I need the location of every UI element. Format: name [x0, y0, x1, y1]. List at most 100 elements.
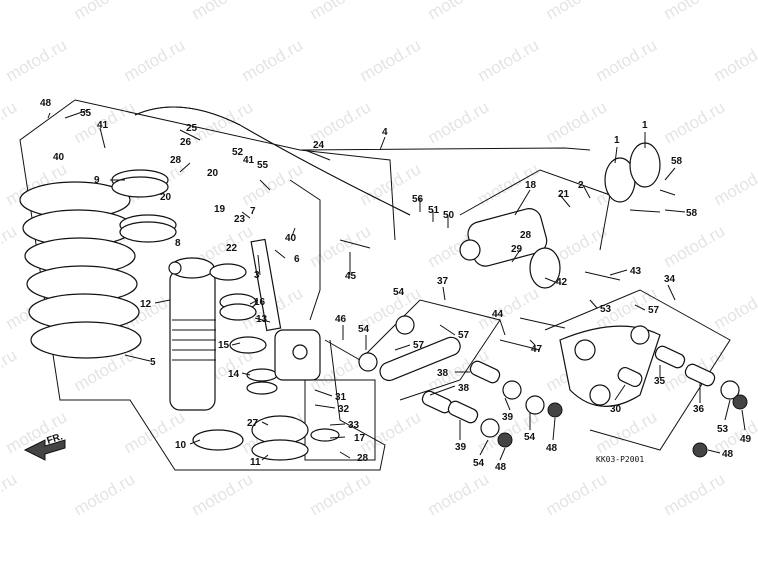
- callout-55: 55: [80, 108, 92, 119]
- watermark-text: motod.ru: [425, 469, 493, 519]
- callout-9: 9: [94, 175, 100, 186]
- callout-20a: 20: [207, 168, 219, 179]
- watermark-text: motod.ru: [711, 283, 758, 333]
- watermark-text: motod.ru: [357, 35, 425, 85]
- callout-48b: 48: [495, 462, 507, 473]
- diagram-code: KK03-P2001: [596, 455, 644, 464]
- callout-28c: 28: [357, 453, 369, 464]
- callout-41b: 41: [243, 155, 255, 166]
- callout-28: 28: [170, 155, 182, 166]
- watermark-text: motod.ru: [71, 469, 139, 519]
- callout-17: 17: [354, 433, 366, 444]
- callout-31: 31: [335, 392, 347, 403]
- callout-22: 22: [226, 243, 238, 254]
- callout-37: 37: [437, 276, 449, 287]
- callout-7: 7: [250, 206, 256, 217]
- callout-56: 56: [412, 194, 424, 205]
- callout-3: 3: [254, 270, 260, 281]
- callout-labels: 48 55 41 40 9 25 26 28 24 4 52 41 55 20 …: [40, 98, 752, 473]
- callout-42: 42: [556, 277, 568, 288]
- watermark-text: motod.ru: [711, 35, 758, 85]
- callout-13: 13: [256, 314, 268, 325]
- callout-53b: 53: [717, 424, 729, 435]
- callout-54d: 54: [473, 458, 485, 469]
- front-direction-label: FR.: [46, 431, 65, 447]
- callout-48: 48: [40, 98, 52, 109]
- callout-14: 14: [228, 369, 240, 380]
- callout-1b: 1: [642, 120, 648, 131]
- watermark-text: motod.ru: [0, 0, 20, 23]
- leader-lines: [47, 109, 746, 461]
- callout-40: 40: [53, 152, 65, 163]
- callout-57c: 57: [648, 305, 660, 316]
- callout-29: 29: [511, 244, 523, 255]
- bolts: [324, 189, 676, 361]
- callout-12: 12: [140, 299, 152, 310]
- callout-39b: 39: [455, 442, 467, 453]
- callout-43: 43: [630, 266, 642, 277]
- callout-23: 23: [234, 214, 246, 225]
- callout-40b: 40: [285, 233, 297, 244]
- callout-51: 51: [428, 205, 440, 216]
- watermark-text: motod.ru: [71, 0, 139, 23]
- watermark-text: motod.ru: [661, 97, 729, 147]
- callout-34: 34: [664, 274, 676, 285]
- callout-32: 32: [338, 404, 350, 415]
- watermark-text: motod.ru: [357, 407, 425, 457]
- callout-10: 10: [175, 440, 187, 451]
- callout-57b: 57: [413, 340, 425, 351]
- watermark-text: motod.ru: [189, 97, 257, 147]
- watermark-text: motod.ru: [661, 221, 729, 271]
- callout-11: 11: [250, 457, 261, 468]
- callout-58b: 58: [686, 208, 698, 219]
- collars-bearings: [358, 315, 748, 458]
- callout-50: 50: [443, 210, 455, 221]
- shock-spring: [19, 181, 142, 359]
- watermark-text: motod.ru: [307, 469, 375, 519]
- callout-53a: 53: [600, 304, 612, 315]
- callout-6: 6: [294, 254, 300, 265]
- callout-4: 4: [382, 127, 388, 138]
- watermark-text: motod.ru: [593, 407, 661, 457]
- watermark-text: motod.ru: [189, 0, 257, 23]
- callout-48d: 48: [722, 449, 734, 460]
- callout-30: 30: [610, 404, 622, 415]
- callout-33: 33: [348, 420, 360, 431]
- bump-stop: [192, 415, 340, 461]
- callout-28d: 28: [520, 230, 532, 241]
- callout-24: 24: [313, 140, 325, 151]
- callout-25: 25: [186, 123, 198, 134]
- watermark-text: motod.ru: [543, 469, 611, 519]
- shock-body: [168, 257, 216, 411]
- watermark-text: motod.ru: [661, 0, 729, 23]
- watermark-text: motod.ru: [661, 469, 729, 519]
- callout-18: 18: [525, 180, 537, 191]
- callout-54: 54: [358, 324, 370, 335]
- callout-8: 8: [175, 238, 181, 249]
- callout-44: 44: [492, 309, 504, 320]
- watermark-text: motod.ru: [307, 0, 375, 23]
- callout-48c: 48: [546, 443, 558, 454]
- watermark-text: motod.ru: [0, 345, 20, 395]
- front-arrow-icon: [23, 439, 66, 461]
- callout-20b: 20: [160, 192, 172, 203]
- callout-58a: 58: [671, 156, 683, 167]
- callout-2: 2: [578, 180, 584, 191]
- callout-19: 19: [214, 204, 226, 215]
- watermark-text: motod.ru: [475, 283, 543, 333]
- callout-5: 5: [150, 357, 156, 368]
- watermark-text: motod.ru: [0, 469, 20, 519]
- callout-54c: 54: [524, 432, 536, 443]
- watermark-text: motod.ru: [121, 35, 189, 85]
- callout-36: 36: [693, 404, 705, 415]
- watermark-text: motod.ru: [189, 469, 257, 519]
- watermark-text: motod.ru: [425, 97, 493, 147]
- callout-49: 49: [740, 434, 752, 445]
- watermark-text: motod.ru: [475, 35, 543, 85]
- callout-27: 27: [247, 418, 259, 429]
- watermark-text: motod.ru: [3, 35, 71, 85]
- callout-57a: 57: [458, 330, 470, 341]
- callout-41: 41: [97, 120, 109, 131]
